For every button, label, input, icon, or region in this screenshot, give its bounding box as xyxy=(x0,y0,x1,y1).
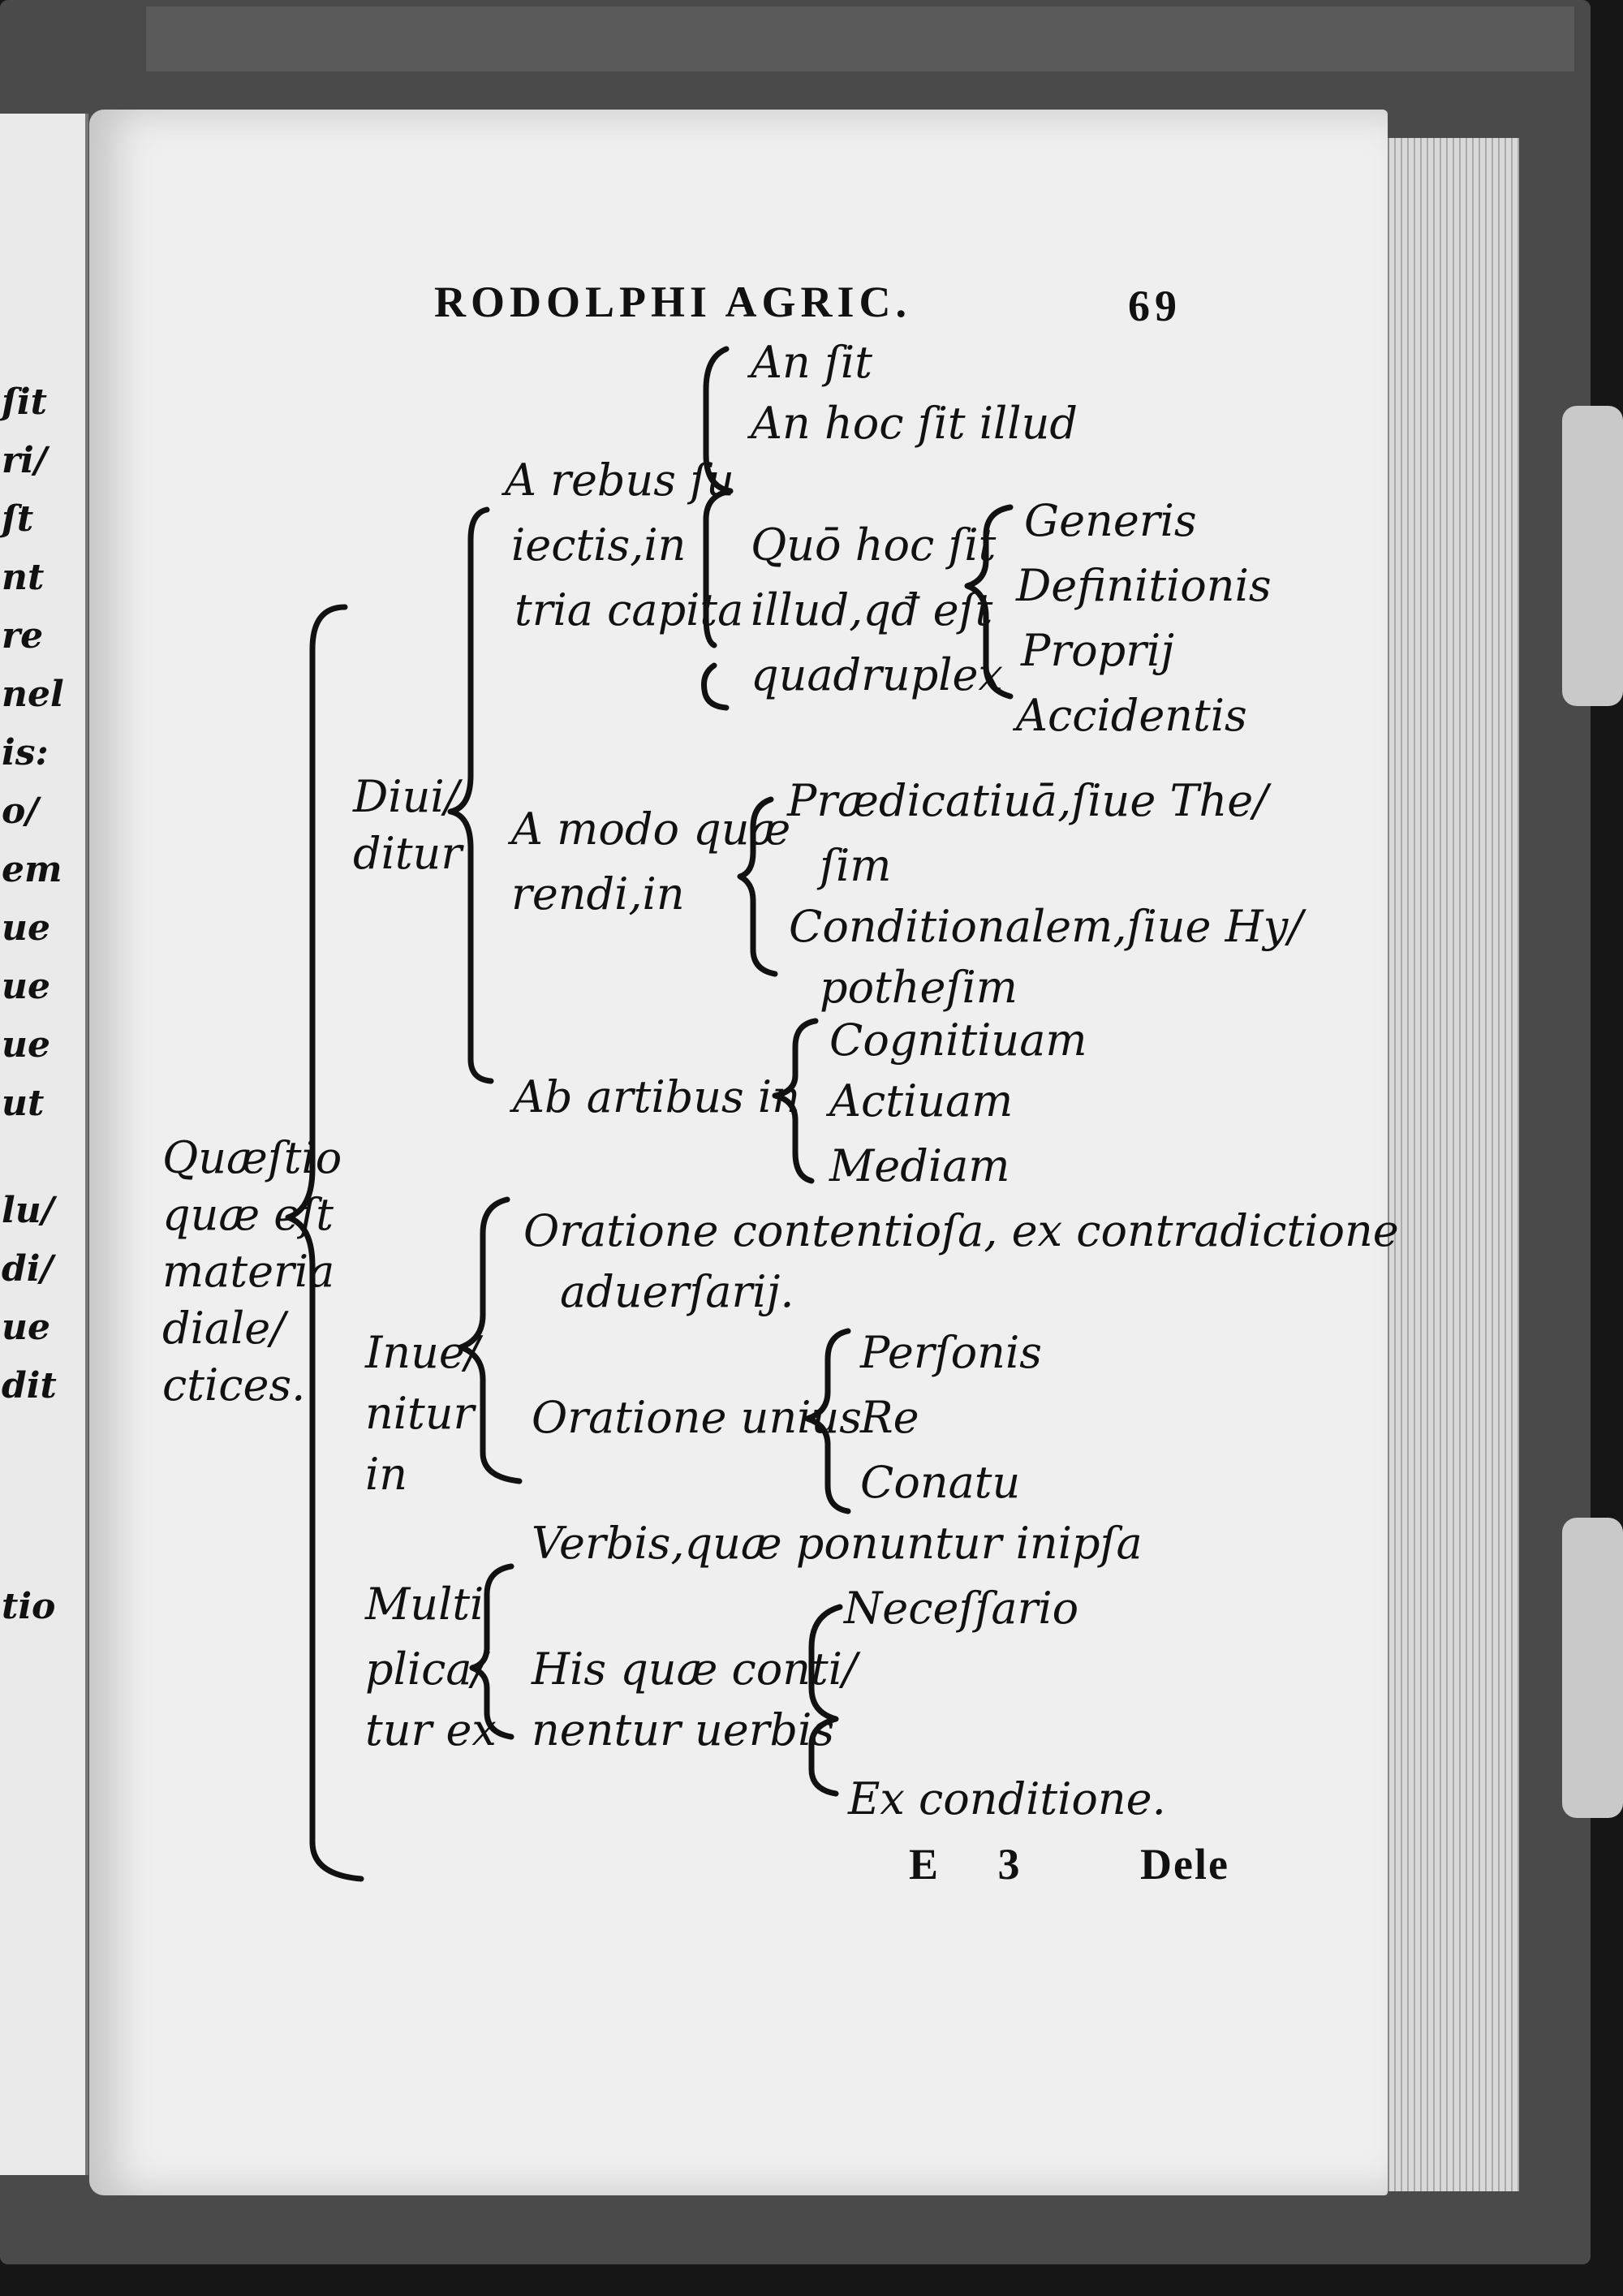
left-page-fragment: ſit xyxy=(2,381,47,423)
unius-item: Perſonis xyxy=(860,1327,1042,1378)
left-page-fragment: ſt xyxy=(2,498,34,540)
his-brace xyxy=(808,1604,843,1797)
contentiosa-line: aduerſarij. xyxy=(560,1266,794,1317)
inuenitur-label: nitur xyxy=(365,1388,475,1439)
his-item: Ex conditione. xyxy=(848,1773,1166,1824)
quo-label: quadruplex xyxy=(751,649,1003,700)
left-page-fragment: lu/ xyxy=(2,1190,54,1231)
multiplicatur-brace xyxy=(469,1563,514,1740)
signature-mark: E 3 xyxy=(909,1840,1044,1889)
left-page-fragment: ue xyxy=(2,1024,50,1066)
root-label-line: diale/ xyxy=(162,1303,286,1354)
rebus-brace xyxy=(701,346,734,711)
left-page-fragment: re xyxy=(2,615,44,657)
left-page-fragment: dit xyxy=(2,1365,57,1406)
multiplicatur-label: plica/ xyxy=(365,1643,487,1695)
root-label-line: ctices. xyxy=(162,1359,306,1411)
contentiosa-line: Oratione contentioſa, ex contradictione xyxy=(523,1205,1399,1256)
multiplicatur-label: tur ex xyxy=(365,1704,497,1755)
his-label: nentur uerbis xyxy=(532,1704,835,1755)
quo-label: illud,qđ eſt xyxy=(751,584,993,635)
left-page-fragment: is: xyxy=(2,732,49,773)
left-page-fragment: ue xyxy=(2,907,50,949)
verbis-line: Verbis,quæ ponuntur inipſa xyxy=(532,1518,1143,1569)
artibus-item: Actiuam xyxy=(829,1075,1014,1126)
modo-item: Prædicatiuā,ſiue The/ xyxy=(787,775,1268,826)
quo-item: Proprij xyxy=(1021,625,1175,676)
left-page: ſit ri/ſt nt re nel is: o/em ue ue ue ut lu/di/ue di… xyxy=(0,114,88,2175)
left-page-fragment: ue xyxy=(2,1307,50,1348)
left-page-fragment: nt xyxy=(2,557,45,598)
root-label-line: materia xyxy=(162,1246,335,1297)
artibus-item: Cognitiuam xyxy=(829,1014,1087,1066)
unius-item: Conatu xyxy=(860,1457,1021,1508)
an-hoc-sit-illud: An hoc ſit illud xyxy=(751,398,1078,449)
modo-label: rendi,in xyxy=(511,868,685,920)
quo-label: Quō hoc ſit xyxy=(751,519,997,571)
book-clasp-tab xyxy=(1562,1518,1623,1818)
left-page-fragment: nel xyxy=(2,674,64,715)
modo-item: potheſim xyxy=(820,962,1018,1013)
his-item: Neceſſario xyxy=(844,1583,1079,1634)
multiplicatur-label: Multi xyxy=(365,1579,484,1630)
an-sit: An ſit xyxy=(751,337,872,388)
modo-brace xyxy=(737,796,778,977)
inuenitur-label: Inue/ xyxy=(365,1327,480,1378)
page-number: 69 xyxy=(1128,282,1182,330)
unius-item: Re xyxy=(860,1392,919,1443)
diuiditur-label: ditur xyxy=(353,828,463,879)
book-headband xyxy=(146,6,1574,71)
quo-item: Generis xyxy=(1024,495,1197,546)
quo-item: Accidentis xyxy=(1016,690,1247,741)
diuiditur-label: Diui/ xyxy=(353,771,459,822)
diuiditur-brace xyxy=(447,506,494,1084)
left-page-fragment: o/ xyxy=(2,790,39,832)
root-brace xyxy=(285,604,364,1882)
left-page-fragment: ut xyxy=(2,1083,45,1124)
modo-label: A modo quæ xyxy=(511,803,791,855)
book-clasp-tab xyxy=(1562,406,1623,706)
left-page-fragment: tio xyxy=(2,1586,56,1627)
left-page-fragment: em xyxy=(2,849,62,890)
inuenitur-brace xyxy=(458,1196,523,1484)
left-page-fragment: ue xyxy=(2,966,50,1007)
his-label: His quæ conti/ xyxy=(532,1643,858,1695)
quo-item: Definitionis xyxy=(1016,560,1272,611)
unius-brace xyxy=(804,1328,851,1514)
running-head: RODOLPHI AGRIC. xyxy=(434,278,912,326)
artibus-label: Ab artibus in xyxy=(513,1071,800,1122)
rebus-label: A rebus ſu xyxy=(505,454,734,506)
modo-item: ſim xyxy=(820,840,892,891)
artibus-brace xyxy=(772,1018,819,1184)
rebus-label: iectis,in xyxy=(511,519,687,571)
quo-brace xyxy=(964,504,1014,700)
inuenitur-label: in xyxy=(365,1449,408,1500)
modo-item: Conditionalem,ſiue Hy/ xyxy=(789,901,1303,952)
artibus-item: Mediam xyxy=(829,1140,1010,1191)
right-page xyxy=(89,110,1388,2195)
left-page-fragment: di/ xyxy=(2,1248,54,1290)
page-fore-edge xyxy=(1388,138,1519,2191)
left-page-fragment: ri/ xyxy=(2,440,47,481)
catchword: Dele xyxy=(1140,1840,1229,1889)
